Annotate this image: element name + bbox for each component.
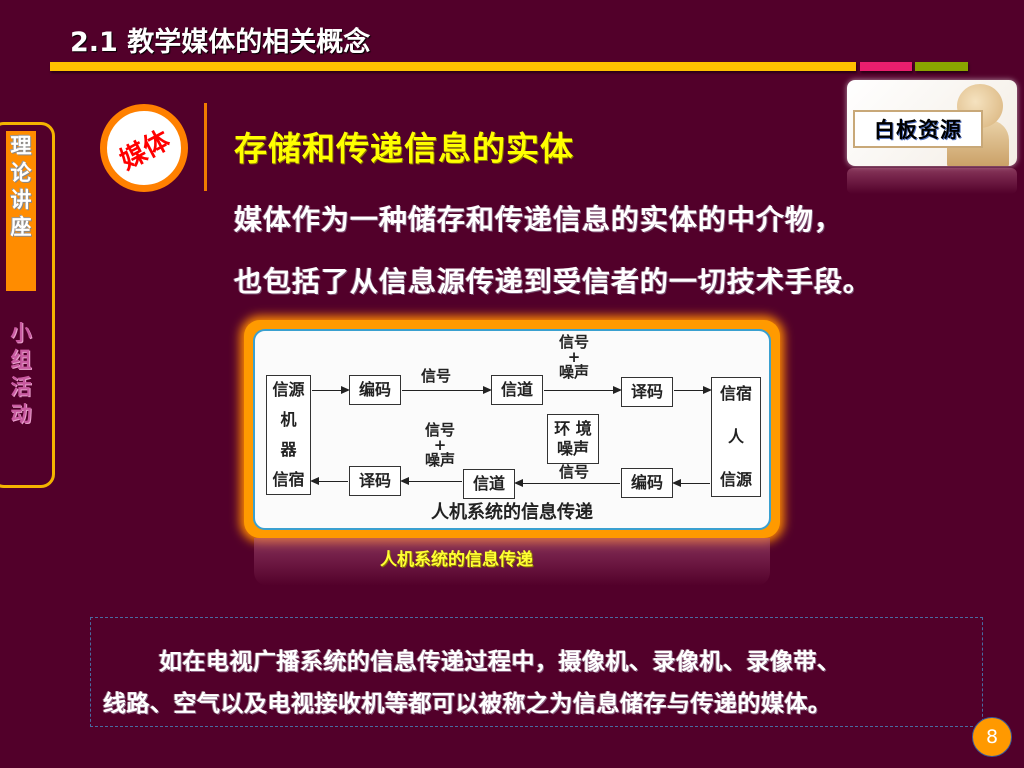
arrow-right (402, 386, 492, 394)
label-text: 噪声 (559, 363, 590, 381)
box-channel-bottom: 信道 (463, 469, 515, 499)
box-text: 人 (727, 427, 744, 446)
arrow-left (400, 477, 462, 485)
label-text: + (433, 436, 447, 454)
box-text: 信源 (719, 470, 752, 489)
box-text: 噪声 (556, 439, 589, 458)
body-text-line-2: 也包括了从信息源传递到受信者的一切技术手段。 (234, 265, 873, 298)
label-signal-noise-bottom: 信号 + 噪声 (425, 423, 455, 468)
box-decode-bottom: 译码 (349, 466, 401, 496)
label-signal-bottom: 信号 (559, 463, 590, 481)
box-text: 信宿 (272, 470, 305, 489)
arrow-left (514, 479, 620, 487)
nav-char: 论 (10, 161, 32, 185)
info-transmission-diagram: 信源 机 器 信宿 信宿 人 信源 编码 信道 译码 环 境 噪声 译码 信道 … (253, 329, 771, 530)
label-text: 信号 (559, 333, 590, 351)
nav-char: 组 (10, 348, 32, 372)
example-note-box: 如在电视广播系统的信息传递过程中，摄像机、录像机、录像带、 线路、空气以及电视接… (90, 617, 983, 727)
box-text: 器 (280, 440, 297, 459)
body-text-line-1: 媒体作为一种储存和传递信息的实体的中介物， (234, 203, 844, 236)
section-heading: 存储和传递信息的实体 (234, 129, 574, 168)
nav-item-group-activity[interactable]: 小 组 活 动 (6, 320, 36, 428)
title-underline-green (915, 62, 968, 71)
whiteboard-sign: 白板资源 (853, 110, 983, 148)
arrow-right (544, 386, 622, 394)
diagram-reflection (254, 538, 770, 586)
label-text: + (567, 348, 581, 366)
box-text: 环 境 (554, 419, 592, 438)
whiteboard-reflection (847, 168, 1017, 194)
whiteboard-label: 白板资源 (874, 118, 962, 142)
nav-char: 讲 (10, 188, 32, 212)
label-text: 噪声 (425, 451, 456, 469)
box-decode-top: 译码 (621, 377, 673, 407)
nav-char: 活 (10, 375, 32, 399)
box-channel-top: 信道 (491, 375, 543, 405)
arrow-left (310, 477, 348, 485)
title-underline-yellow (50, 62, 856, 71)
arrow-right (312, 386, 350, 394)
box-encode-bottom: 编码 (621, 468, 673, 498)
diagram-inner-caption: 人机系统的信息传递 (431, 502, 593, 523)
note-line-2: 线路、空气以及电视接收机等都可以被称之为信息储存与传递的媒体。 (103, 691, 832, 717)
label-signal-noise-top: 信号 + 噪声 (559, 335, 589, 380)
arrow-left (672, 479, 710, 487)
nav-char: 小 (10, 321, 32, 345)
whiteboard-resource-button[interactable]: 白板资源 (847, 80, 1017, 166)
nav-item-lecture[interactable]: 理 论 讲 座 (6, 131, 36, 291)
badge-label: 媒体 (115, 124, 176, 176)
arrow-right (674, 386, 712, 394)
divider (204, 103, 207, 191)
nav-char: 座 (10, 215, 32, 239)
side-navigation: 理 论 讲 座 小 组 活 动 (0, 122, 55, 488)
slide-title: 2.1 教学媒体的相关概念 (70, 27, 371, 58)
nav-char: 理 (10, 134, 32, 158)
box-text: 信源 (272, 380, 305, 399)
box-source-machine: 信源 机 器 信宿 (266, 375, 311, 495)
box-receiver-human: 信宿 人 信源 (711, 377, 761, 497)
label-signal-top: 信号 (421, 367, 452, 385)
page-number: 8 (972, 717, 1012, 757)
note-line-1: 如在电视广播系统的信息传递过程中，摄像机、录像机、录像带、 (159, 649, 841, 675)
nav-char: 动 (10, 402, 32, 426)
title-underline-pink (860, 62, 912, 71)
diagram-caption: 人机系统的信息传递 (380, 550, 533, 570)
box-environment-noise: 环 境 噪声 (547, 414, 599, 464)
label-text: 信号 (425, 421, 456, 439)
box-encode-top: 编码 (349, 375, 401, 405)
media-badge: 媒体 (100, 104, 188, 192)
box-text: 机 (280, 410, 297, 429)
box-text: 信宿 (719, 384, 752, 403)
